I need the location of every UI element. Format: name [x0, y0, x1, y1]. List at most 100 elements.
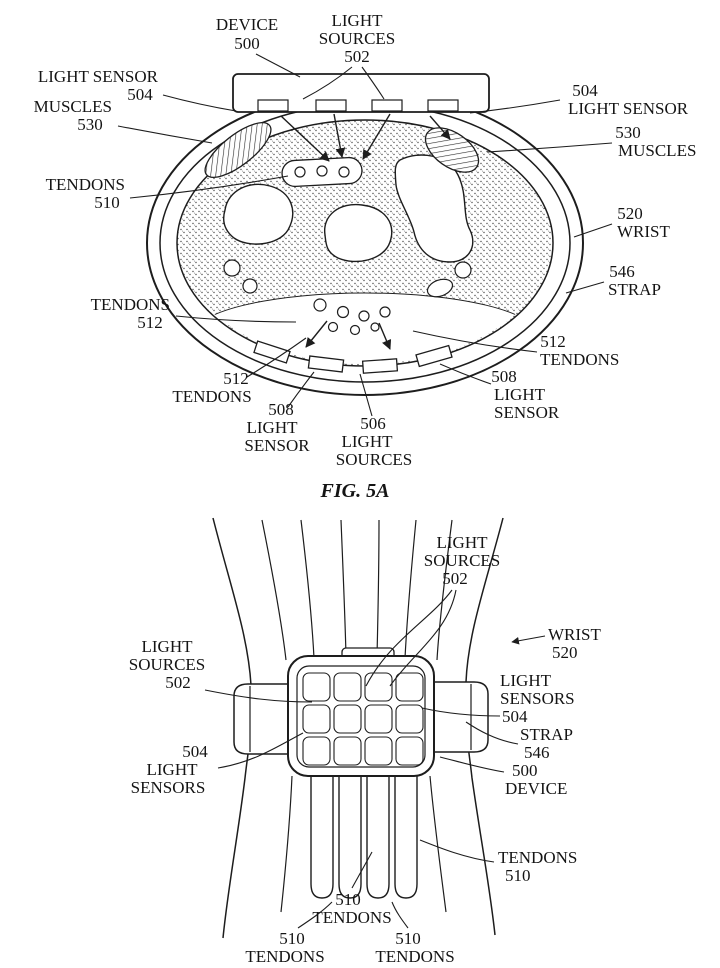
fig5a-light-sensor-br-label-2: SENSOR	[494, 403, 560, 422]
fig5b-tendons-mid-label: TENDONS	[312, 908, 391, 927]
fig5b-light-sensors-right-label-1: LIGHT	[500, 671, 552, 690]
fig5a-labels: DEVICE 500 LIGHT SOURCES 502 LIGHT SENSO…	[34, 11, 697, 502]
fig5b-light-sensors-right-label-2: SENSORS	[500, 689, 575, 708]
fig5b-light-sources-top-label-2: SOURCES	[424, 551, 501, 570]
wrist-pointer-arrow	[511, 635, 546, 645]
fig5a-wrist-ref: 520	[617, 204, 643, 223]
fig5b-light-sources-left-label-1: LIGHT	[142, 637, 194, 656]
fig5a-tendons-upper-label: TENDONS	[46, 175, 125, 194]
fig5b-drawing	[204, 517, 546, 939]
fig5a-strap-label: STRAP	[608, 280, 661, 299]
fig5a-light-sensor-right-label: LIGHT SENSOR	[568, 99, 689, 118]
tendon-dot	[338, 166, 350, 178]
fig5a-device-ref: 500	[234, 34, 260, 53]
light-sensor-rect-bottom	[415, 344, 453, 368]
fig5b-light-sensors-left-label-2: SENSORS	[131, 778, 206, 797]
fig5a-light-sensor-bl-ref: 508	[268, 400, 294, 419]
tendon-dot	[313, 298, 327, 312]
optical-grid	[302, 672, 424, 766]
fig5a-tendons-mid-left-label: TENDONS	[91, 295, 170, 314]
device-inner-frame	[296, 665, 426, 768]
fig5a-leader-lines	[117, 53, 613, 417]
tendon-dot	[349, 324, 361, 336]
fig5b-wrist-label: WRIST	[548, 625, 602, 644]
fig5b-light-sensors-left-ref: 504	[182, 742, 208, 761]
fig5b-strap-ref: 546	[524, 743, 550, 762]
fig5a-light-sources-top-label-1: LIGHT	[332, 11, 384, 30]
tendon-dot	[242, 278, 258, 294]
bone-shape-right	[394, 154, 474, 263]
fig5b-light-sources-left-ref: 502	[165, 673, 191, 692]
tendon-dot	[336, 305, 350, 319]
fig5a-light-sensor-right-ref: 504	[572, 81, 598, 100]
light-emission-arrows	[280, 113, 451, 350]
fig5b-labels: LIGHT SOURCES 502 LIGHT SOURCES 502 WRIS…	[129, 533, 602, 966]
tendon-dot	[426, 278, 454, 298]
fig5a-tendons-right-ref: 512	[540, 332, 566, 351]
fig5a-light-sources-bottom-ref: 506	[360, 414, 386, 433]
muscle-region-left	[204, 122, 272, 178]
tendon-dot	[316, 165, 328, 177]
light-sensor-rect-top	[427, 99, 459, 112]
tendon-dot	[454, 261, 472, 279]
light-source-rect-top	[257, 99, 289, 112]
fig5b-tendons-mid-ref: 510	[335, 890, 361, 909]
fig5b-tendons-br-ref: 510	[395, 929, 421, 948]
fig5a-light-sensor-bl-label-1: LIGHT	[247, 418, 299, 437]
fig5b-strap-label: STRAP	[520, 725, 573, 744]
light-sensor-rect-bottom	[253, 340, 291, 364]
fig5b-device-label: DEVICE	[505, 779, 567, 798]
fig5b-tendons-right-label: TENDONS	[498, 848, 577, 867]
tendon-dot	[327, 321, 339, 333]
fig5a-tendons-bottom-ref: 512	[223, 369, 249, 388]
fig5b-light-sources-top-ref: 502	[442, 569, 468, 588]
muscle-region-right	[424, 127, 480, 173]
fig5a-strap-ref: 546	[609, 262, 635, 281]
fig5a-light-sources-top-label-2: SOURCES	[319, 29, 396, 48]
tendon-dot	[294, 166, 306, 178]
tendon-dot	[379, 306, 391, 318]
fig5a-tendons-bottom-label: TENDONS	[172, 387, 251, 406]
fig5b-light-sensors-left-label-1: LIGHT	[147, 760, 199, 779]
fig5a-tendons-right-label: TENDONS	[540, 350, 619, 369]
tendon-tubes	[310, 774, 418, 899]
fig5a-muscles-right-ref: 530	[615, 123, 641, 142]
fig5b-light-sensors-right-ref: 504	[502, 707, 528, 726]
fig5b-tendons-right-ref: 510	[505, 866, 531, 885]
tendon-contour-lines-lower	[280, 775, 447, 913]
fig5b-wrist-ref: 520	[552, 643, 578, 662]
fig5b-leader-lines	[204, 589, 546, 929]
tendon-dot	[370, 322, 380, 332]
tendon-contour-lines-upper	[261, 519, 453, 661]
fig5b-device-ref: 500	[512, 761, 538, 780]
fig5a-caption: FIG. 5A	[320, 480, 390, 502]
fig5a-muscles-left-ref: 530	[77, 115, 103, 134]
fig5a-drawing	[117, 53, 613, 417]
light-source-rect-top	[371, 99, 403, 112]
fig5a-light-sensor-br-ref: 508	[491, 367, 517, 386]
fig5b-light-sources-top-label-1: LIGHT	[437, 533, 489, 552]
bone-shape-center	[324, 203, 393, 263]
light-source-rect-bottom	[361, 358, 399, 374]
tendon-dot	[223, 259, 241, 277]
light-source-rect-top	[315, 99, 347, 112]
strap-right	[432, 681, 489, 753]
tendon-dot	[358, 310, 370, 322]
fig5a-device-label: DEVICE	[216, 15, 278, 34]
light-sensor-rect-bottom	[307, 355, 345, 373]
fig5a-muscles-left-label: MUSCLES	[34, 97, 112, 116]
fig5b-tendons-bl-ref: 510	[279, 929, 305, 948]
fig5a-light-sources-top-ref: 502	[344, 47, 370, 66]
bone-shape-left	[223, 183, 294, 245]
fig5a-light-sources-bottom-label-1: LIGHT	[342, 432, 394, 451]
fig5b-light-sources-left-label-2: SOURCES	[129, 655, 206, 674]
fig5a-light-sensor-left-ref: 504	[127, 85, 153, 104]
fig5a-light-sensor-bl-label-2: SENSOR	[244, 436, 310, 455]
device-housing	[232, 73, 490, 113]
fig5b-tendons-br-label: TENDONS	[375, 947, 454, 966]
fig5a-wrist-label: WRIST	[617, 222, 671, 241]
fig5a-tendons-upper-ref: 510	[94, 193, 120, 212]
fig5a-light-sensor-br-label-1: LIGHT	[494, 385, 546, 404]
